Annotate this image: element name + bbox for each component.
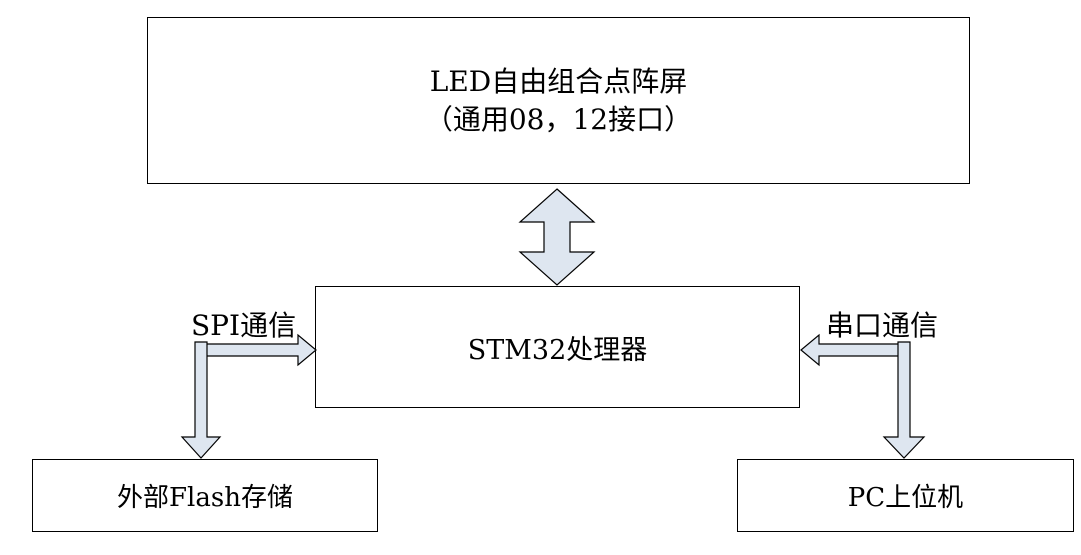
spi-to-processor-arrow — [199, 333, 317, 367]
uart-to-processor-arrow — [800, 333, 904, 367]
stm32-processor-label: STM32处理器 — [467, 334, 648, 366]
pc-host-box: PC上位机 — [737, 459, 1074, 532]
uart-link-label: 串口通信 — [826, 309, 939, 342]
led-panel-title: LED自由组合点阵屏 — [429, 64, 688, 98]
led-panel-box: LED自由组合点阵屏 （通用08，12接口） — [147, 17, 970, 184]
led-stm-bidirectional-arrow — [518, 188, 596, 286]
led-panel-subtitle: （通用08，12接口） — [424, 102, 693, 136]
external-flash-box: 外部Flash存储 — [32, 459, 378, 532]
external-flash-label: 外部Flash存储 — [117, 483, 293, 513]
stm32-processor-box: STM32处理器 — [315, 286, 800, 408]
pc-host-label: PC上位机 — [847, 483, 964, 513]
spi-to-flash-arrow — [180, 341, 222, 459]
spi-link-label: SPI通信 — [191, 309, 297, 342]
uart-to-pc-arrow — [882, 341, 926, 459]
